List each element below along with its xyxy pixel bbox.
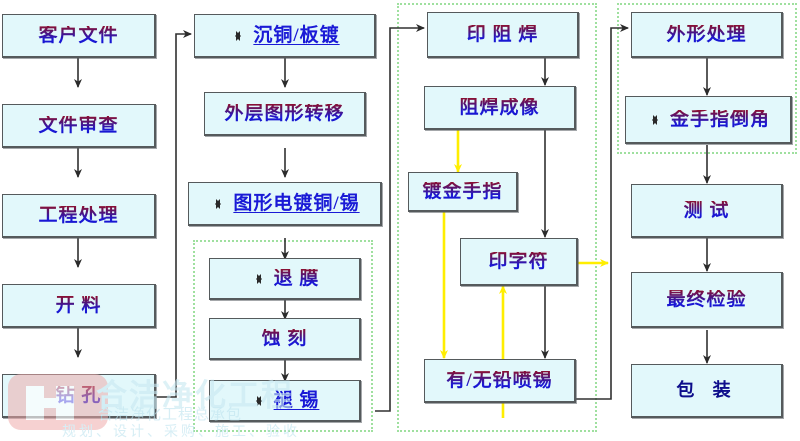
diamond-bullet-icon <box>209 196 225 212</box>
node-label: 工程处理 <box>38 205 119 226</box>
node-content: 工程处理 <box>38 206 118 225</box>
node-label: 开 料 <box>55 295 102 316</box>
node-label: 外形处理 <box>666 24 747 45</box>
node-etching[interactable]: 蚀 刻 <box>209 318 361 360</box>
diamond-bullet-icon <box>646 112 662 128</box>
node-label: 钻 孔 <box>55 385 102 406</box>
node-label: 阻焊成像 <box>459 97 540 118</box>
node-label: 最终检验 <box>666 289 747 310</box>
node-label: 文件审查 <box>38 115 119 136</box>
node-content: 文件审查 <box>38 116 118 135</box>
node-label: 外层图形转移 <box>224 103 345 124</box>
node-gold-finger-plating[interactable]: 镀金手指 <box>408 172 518 212</box>
node-label: 图形电镀铜/锡 <box>233 193 360 214</box>
node-content: 印 阻 焊 <box>467 25 539 44</box>
node-label: 金手指倒角 <box>669 109 770 130</box>
diamond-bullet-icon <box>229 28 245 44</box>
node-content: 外层图形转移 <box>224 104 344 123</box>
node-content: 阻焊成像 <box>459 98 539 117</box>
node-label: 测 试 <box>683 200 730 221</box>
node-label: 有/无铅喷锡 <box>446 370 553 391</box>
node-label: 印字符 <box>488 251 549 272</box>
node-content: 开 料 <box>56 296 102 315</box>
node-testing[interactable]: 测 试 <box>631 184 783 238</box>
node-solder-mask-imaging[interactable]: 阻焊成像 <box>424 86 576 130</box>
node-content: 客户文件 <box>38 26 118 45</box>
node-content: 沉铜/板镀 <box>229 26 339 45</box>
node-content: 镀金手指 <box>422 182 502 201</box>
node-label: 印 阻 焊 <box>466 24 539 45</box>
node-legend-printing[interactable]: 印字符 <box>460 238 578 286</box>
node-label: 褪 锡 <box>273 390 320 411</box>
node-final-inspection[interactable]: 最终检验 <box>631 272 783 328</box>
node-content: 图形电镀铜/锡 <box>209 194 359 213</box>
node-content: 有/无铅喷锡 <box>446 371 552 390</box>
node-content: 包 装 <box>676 379 737 401</box>
diamond-bullet-icon <box>250 393 266 409</box>
diamond-bullet-icon <box>250 271 266 287</box>
node-hasl[interactable]: 有/无铅喷锡 <box>424 359 576 403</box>
node-content: 测 试 <box>684 201 730 220</box>
node-label: 镀金手指 <box>422 181 503 202</box>
node-content: 外形处理 <box>666 25 746 44</box>
node-content: 钻 孔 <box>56 386 102 405</box>
node-pattern-plating[interactable]: 图形电镀铜/锡 <box>188 182 382 226</box>
node-engineering[interactable]: 工程处理 <box>2 194 156 238</box>
node-content: 褪 锡 <box>250 391 320 410</box>
node-label: 客户文件 <box>38 25 119 46</box>
node-solder-mask-print[interactable]: 印 阻 焊 <box>427 12 579 58</box>
node-film-stripping[interactable]: 退 膜 <box>209 258 361 300</box>
node-label: 退 膜 <box>273 268 320 289</box>
node-copper-deposition[interactable]: 沉铜/板镀 <box>194 14 376 58</box>
node-file-review[interactable]: 文件审查 <box>2 104 156 148</box>
node-label: 沉铜/板镀 <box>253 25 340 46</box>
node-content: 蚀 刻 <box>262 329 308 348</box>
node-content: 最终检验 <box>666 290 746 309</box>
node-label: 蚀 刻 <box>261 328 308 349</box>
node-tin-stripping[interactable]: 褪 锡 <box>209 380 361 422</box>
node-gold-finger-bevel[interactable]: 金手指倒角 <box>625 96 792 144</box>
node-profiling[interactable]: 外形处理 <box>631 12 783 58</box>
node-drilling[interactable]: 钻 孔 <box>2 374 156 418</box>
node-outer-image-transfer[interactable]: 外层图形转移 <box>204 92 366 136</box>
node-packaging[interactable]: 包 装 <box>631 364 783 418</box>
node-cutting[interactable]: 开 料 <box>2 284 156 328</box>
node-label: 包 装 <box>676 379 737 401</box>
node-content: 退 膜 <box>250 269 320 288</box>
node-content: 印字符 <box>488 252 548 271</box>
node-content: 金手指倒角 <box>646 110 770 129</box>
node-customer-file[interactable]: 客户文件 <box>2 14 156 58</box>
